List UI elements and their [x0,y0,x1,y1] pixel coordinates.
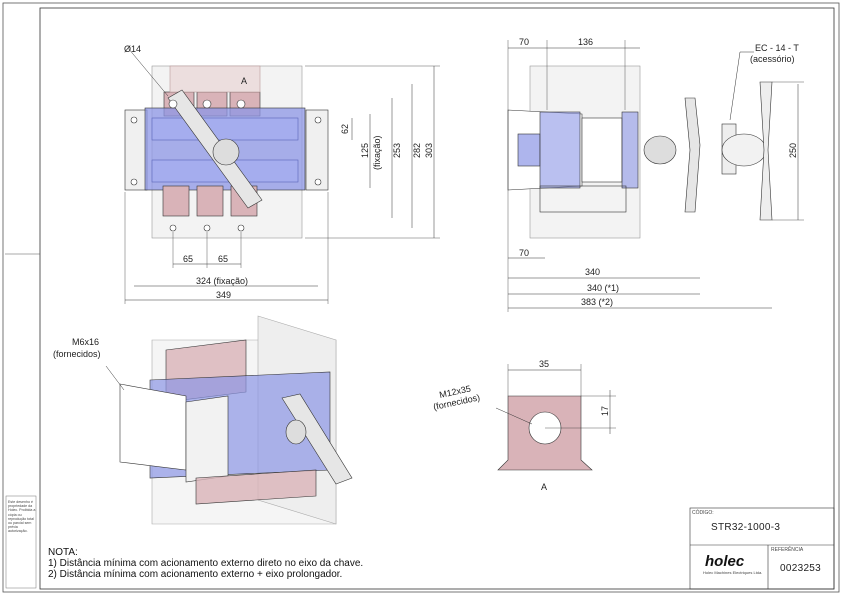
detail-dim-35: 35 [539,359,549,369]
dim-282: 282 [412,143,422,158]
notes-title: NOTA: [48,547,78,558]
note-2: 2) Distância mínima com acionamento exte… [48,569,343,580]
dim-70-top: 70 [519,37,529,47]
dim-340: 340 [585,267,600,277]
dim-65-left: 65 [183,254,193,264]
dim-340-note1: 340 (*1) [587,283,619,293]
front-view [124,47,440,304]
view-label-a: A [241,76,247,86]
holec-logo-subtitle: Holec Machines Electriques Ltda. [703,570,763,575]
iso-bolt-spec: M6x16 [72,337,99,347]
dim-125-fixacao: (fixação) [372,135,382,170]
note-1: 1) Distância mínima com acionamento exte… [48,558,364,569]
detail-dim-17: 17 [600,406,610,416]
product-code: STR32-1000-3 [711,522,781,533]
holec-logo: holec [705,553,745,570]
dim-diameter-14: Ø14 [124,44,141,54]
dim-125: 125 [360,143,370,158]
reference-label: REFERÊNCIA [771,547,804,553]
dim-65-right: 65 [218,254,228,264]
dim-136: 136 [578,37,593,47]
copyright-side-note: Este desenho é propriedade da Holec. Pro… [8,500,36,534]
detail-view-label-a: A [541,482,547,492]
inner-frame [39,7,835,590]
title-block [689,507,835,590]
side-view [507,40,804,312]
dim-383-note2: 383 (*2) [581,297,613,307]
side-note-box [5,495,37,589]
dim-324-fixacao: 324 (fixação) [196,276,248,286]
dim-62: 62 [340,124,350,134]
dim-349: 349 [216,290,231,300]
code-label: CÓDIGO: [692,510,714,516]
iso-bolt-note: (fornecidos) [53,349,101,359]
dim-253: 253 [392,143,402,158]
dim-303: 303 [424,143,434,158]
isometric-view [105,315,353,525]
dim-250: 250 [788,143,798,158]
dim-70-bottom: 70 [519,248,529,258]
notes-block: NOTA: 1) Distância mínima com acionament… [48,547,363,580]
detail-a [495,364,616,471]
accessory-note: (acessório) [750,54,795,64]
accessory-name: EC - 14 - T [755,43,799,53]
reference-number: 0023253 [780,563,822,574]
